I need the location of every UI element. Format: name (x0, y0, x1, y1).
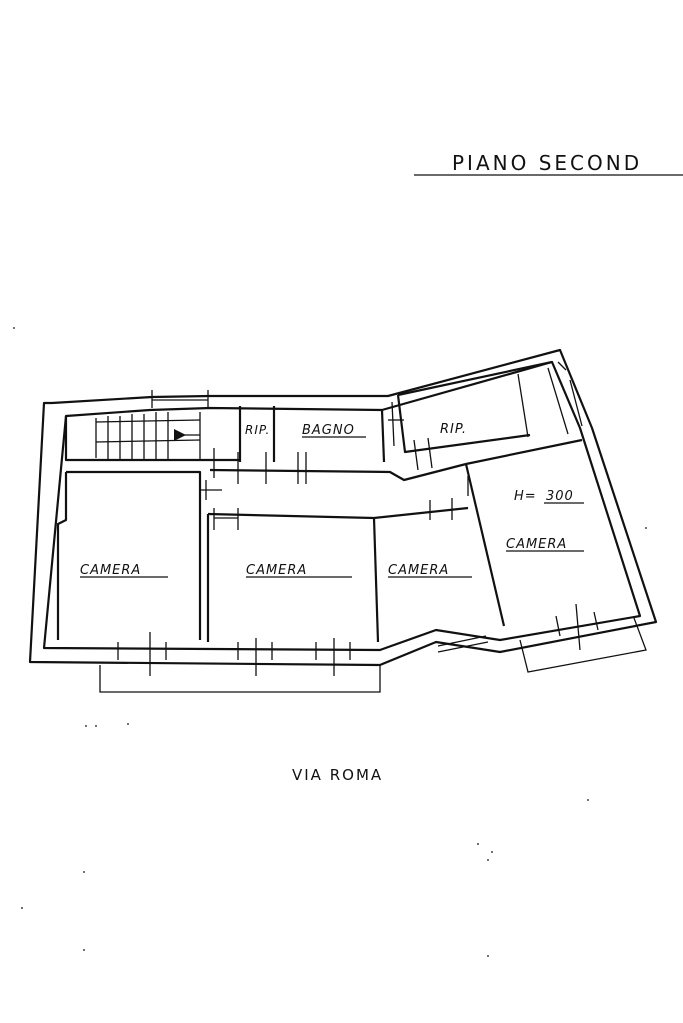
label-rip-small: RIP. (245, 423, 270, 437)
label-rip-right: RIP. (440, 422, 467, 437)
stair-arrow-icon (174, 429, 186, 441)
interior-walls (56, 438, 583, 643)
label-height-prefix: H= (514, 489, 537, 504)
label-camera-4: CAMERA (506, 537, 567, 552)
label-camera-3: CAMERA (388, 563, 449, 578)
staircase (95, 412, 201, 460)
label-camera-2: CAMERA (246, 563, 307, 578)
balcony-front (99, 665, 381, 693)
scan-specks (13, 327, 647, 957)
corridor-walls (64, 360, 569, 482)
street-label: VIA ROMA (292, 766, 383, 784)
openings (117, 361, 599, 676)
plan-title: PIANO SECOND (414, 151, 683, 176)
outer-walls (28, 348, 658, 667)
balcony-right (519, 617, 647, 673)
label-height-value: 300 (546, 489, 574, 504)
label-camera-1: CAMERA (80, 563, 141, 578)
label-bagno: BAGNO (302, 423, 355, 438)
title-text: PIANO SECOND (452, 151, 642, 175)
room-labels: RIP. BAGNO RIP. H= 300 CAMERA CAMERA CAM… (80, 422, 584, 578)
